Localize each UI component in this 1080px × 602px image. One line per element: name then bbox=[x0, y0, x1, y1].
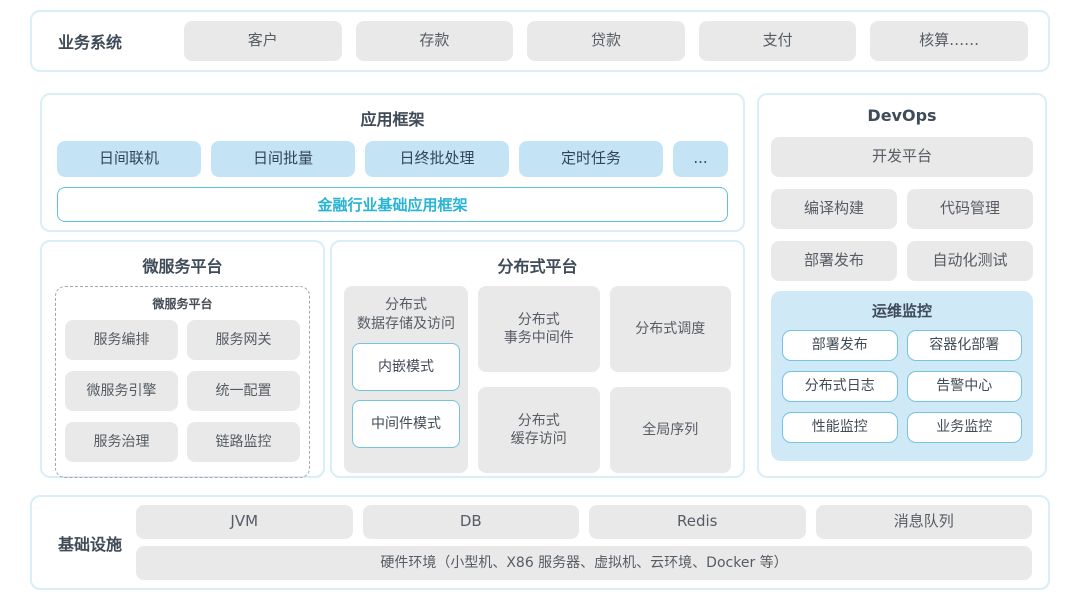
app-framework-row: 日间联机 日间批量 日终批处理 定时任务 ... bbox=[57, 141, 728, 177]
infra-box-jvm: JVM bbox=[136, 505, 353, 539]
monitor-box-performance: 性能监控 bbox=[782, 412, 898, 443]
devops-box-code-mgmt: 代码管理 bbox=[907, 189, 1033, 229]
infra-hardware-bar: 硬件环境（小型机、X86 服务器、虚拟机、云环境、Docker 等） bbox=[136, 546, 1032, 580]
ms-box-governance: 服务治理 bbox=[65, 422, 178, 462]
devops-box-auto-test: 自动化测试 bbox=[907, 241, 1033, 281]
dist-box-transaction-mw: 分布式 事务中间件 bbox=[478, 286, 600, 372]
microservice-dashed-box: 微服务平台 服务编排 服务网关 微服务引擎 统一配置 服务治理 链路监控 bbox=[55, 286, 310, 478]
infra-box-db: DB bbox=[362, 505, 579, 539]
ops-monitor-panel: 运维监控 部署发布 容器化部署 分布式日志 告警中心 性能监控 业务监控 bbox=[771, 291, 1033, 461]
distributed-title: 分布式平台 bbox=[497, 257, 578, 276]
app-framework-title: 应用框架 bbox=[360, 110, 425, 129]
business-box-deposit: 存款 bbox=[355, 21, 514, 61]
appfw-box-more: ... bbox=[673, 141, 728, 177]
microservice-panel: 微服务平台 微服务平台 服务编排 服务网关 微服务引擎 统一配置 服务治理 链路… bbox=[40, 240, 325, 478]
business-box-payment: 支付 bbox=[698, 21, 857, 61]
dist-storage-box: 分布式 数据存储及访问 内嵌模式 中间件模式 bbox=[344, 286, 468, 473]
ms-box-trace-monitor: 链路监控 bbox=[187, 422, 300, 462]
dist-storage-label: 分布式 数据存储及访问 bbox=[357, 297, 455, 332]
ms-box-orchestration: 服务编排 bbox=[65, 320, 178, 360]
devops-box-dev-platform: 开发平台 bbox=[771, 137, 1033, 177]
distributed-panel: 分布式平台 分布式 数据存储及访问 内嵌模式 中间件模式 分布式 事务中间件 分… bbox=[330, 240, 745, 478]
ms-box-unified-config: 统一配置 bbox=[187, 371, 300, 411]
dist-middle-column: 分布式 事务中间件 分布式 缓存访问 bbox=[478, 286, 600, 473]
business-box-loan: 贷款 bbox=[527, 21, 685, 61]
ms-box-gateway: 服务网关 bbox=[187, 320, 300, 360]
monitor-box-container-deploy: 容器化部署 bbox=[906, 330, 1022, 361]
dist-mode-embedded: 内嵌模式 bbox=[352, 342, 460, 391]
infra-box-redis: Redis bbox=[589, 505, 806, 539]
app-framework-panel: 应用框架 日间联机 日间批量 日终批处理 定时任务 ... 金融行业基础应用框架 bbox=[40, 93, 745, 232]
dist-box-scheduling: 分布式调度 bbox=[609, 286, 731, 372]
infra-box-message-queue: 消息队列 bbox=[815, 505, 1032, 539]
monitor-box-business: 业务监控 bbox=[906, 412, 1022, 443]
business-systems-panel: 业务系统 客户 存款 贷款 支付 核算…… bbox=[30, 10, 1050, 72]
devops-panel: DevOps 开发平台 编译构建 代码管理 部署发布 自动化测试 运维监控 部署… bbox=[757, 93, 1047, 478]
business-systems-label: 业务系统 bbox=[57, 33, 122, 52]
appfw-box-eod-batch: 日终批处理 bbox=[365, 141, 509, 177]
devops-box-deploy: 部署发布 bbox=[771, 241, 897, 281]
monitor-box-deploy-release: 部署发布 bbox=[782, 330, 898, 361]
appfw-box-scheduled-task: 定时任务 bbox=[519, 141, 663, 177]
appfw-box-daytime-batch: 日间批量 bbox=[211, 141, 355, 177]
microservice-grid: 服务编排 服务网关 微服务引擎 统一配置 服务治理 链路监控 bbox=[65, 320, 300, 462]
microservice-title: 微服务平台 bbox=[142, 257, 223, 276]
ms-box-engine: 微服务引擎 bbox=[65, 371, 178, 411]
ops-monitor-grid: 部署发布 容器化部署 分布式日志 告警中心 性能监控 业务监控 bbox=[782, 330, 1022, 443]
business-systems-row: 客户 存款 贷款 支付 核算…… bbox=[184, 21, 1028, 61]
infrastructure-panel: 基础设施 JVM DB Redis 消息队列 硬件环境（小型机、X86 服务器、… bbox=[30, 495, 1050, 590]
dist-right-column: 分布式调度 全局序列 bbox=[609, 286, 731, 473]
dist-box-cache-access: 分布式 缓存访问 bbox=[478, 387, 600, 473]
devops-box-build: 编译构建 bbox=[771, 189, 897, 229]
dist-box-global-sequence: 全局序列 bbox=[609, 387, 731, 473]
monitor-box-alert-center: 告警中心 bbox=[906, 371, 1022, 402]
devops-title: DevOps bbox=[867, 106, 937, 125]
dist-mode-middleware: 中间件模式 bbox=[352, 399, 460, 448]
ops-monitor-title: 运维监控 bbox=[871, 302, 932, 320]
finance-base-framework-bar: 金融行业基础应用框架 bbox=[57, 187, 728, 222]
infrastructure-row: JVM DB Redis 消息队列 bbox=[136, 505, 1032, 539]
business-box-accounting: 核算…… bbox=[870, 21, 1028, 61]
microservice-inner-title: 微服务平台 bbox=[152, 297, 213, 311]
infrastructure-label: 基础设施 bbox=[57, 534, 122, 554]
business-box-customer: 客户 bbox=[184, 21, 342, 61]
distributed-body: 分布式 数据存储及访问 内嵌模式 中间件模式 分布式 事务中间件 分布式 缓存访… bbox=[344, 286, 731, 473]
monitor-box-distributed-log: 分布式日志 bbox=[782, 371, 898, 402]
infrastructure-stack: JVM DB Redis 消息队列 硬件环境（小型机、X86 服务器、虚拟机、云… bbox=[136, 505, 1032, 580]
devops-grid: 编译构建 代码管理 部署发布 自动化测试 bbox=[771, 189, 1033, 281]
appfw-box-daytime-online: 日间联机 bbox=[57, 141, 201, 177]
